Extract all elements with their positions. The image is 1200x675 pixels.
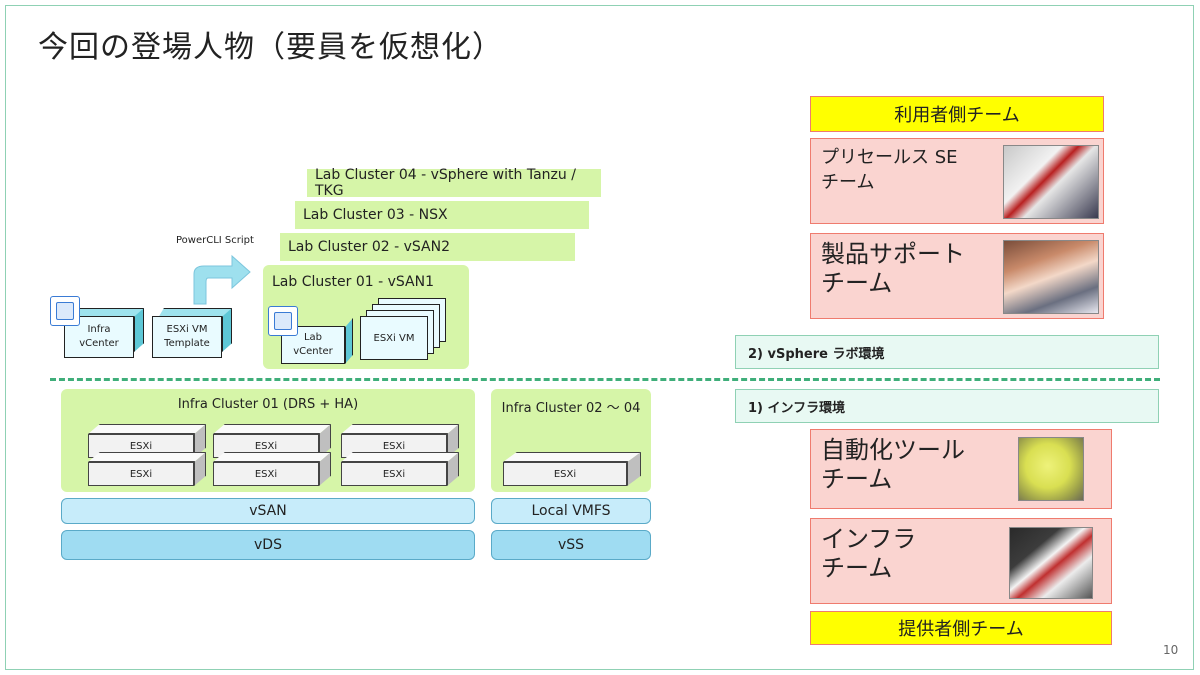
infra-team: インフラ チーム — [810, 518, 1112, 604]
powercli-arrow-icon — [193, 254, 251, 305]
automation-figure-image — [1018, 437, 1084, 501]
lab-cluster-04: Lab Cluster 04 - vSphere with Tanzu / TK… — [307, 167, 601, 199]
infra-cluster-02-label: Infra Cluster 02 ～ 04 — [501, 401, 641, 416]
vds-layer: vDS — [61, 530, 475, 560]
page-number: 10 — [1163, 643, 1179, 657]
esxi-template-label: ESXi VM Template — [152, 316, 222, 358]
infra-vcenter-icon — [50, 296, 80, 326]
infra-vcenter: Infra vCenter — [64, 308, 144, 358]
vss-layer: vSS — [491, 530, 651, 560]
vsan-layer: vSAN — [61, 498, 475, 524]
environment-divider — [50, 378, 1160, 381]
local-vmfs-layer: Local VMFS — [491, 498, 651, 524]
lab-cluster-03-label: Lab Cluster 03 - NSX — [303, 207, 448, 223]
lab-vcenter-icon — [268, 306, 298, 336]
support-team-label: 製品サポート チーム — [821, 240, 965, 297]
automation-team: 自動化ツール チーム — [810, 429, 1112, 509]
slide-frame — [5, 5, 1194, 670]
vsphere-lab-environment: 2) vSphere ラボ環境 — [735, 335, 1159, 369]
lab-cluster-02: Lab Cluster 02 - vSAN2 — [280, 233, 575, 261]
support-team: 製品サポート チーム — [810, 233, 1104, 319]
lab-cluster-04-label: Lab Cluster 04 - vSphere with Tanzu / TK… — [315, 167, 576, 199]
infra-environment: 1) インフラ環境 — [735, 389, 1159, 423]
automation-team-label: 自動化ツール チーム — [821, 436, 965, 493]
esxi-vm-template: ESXi VM Template — [152, 308, 232, 358]
presales-figure-image — [1003, 145, 1099, 219]
infra-figure-image — [1009, 527, 1093, 599]
infra-team-label: インフラ チーム — [821, 525, 917, 582]
presales-team-label: プリセールス SE チーム — [821, 147, 958, 194]
slide-title: 今回の登場人物（要員を仮想化） — [38, 30, 503, 65]
lab-cluster-01-label: Lab Cluster 01 - vSAN1 — [272, 274, 435, 290]
lab-cluster-03: Lab Cluster 03 - NSX — [295, 201, 589, 229]
user-team-header: 利用者側チーム — [810, 96, 1104, 132]
provider-team-header: 提供者側チーム — [810, 611, 1112, 645]
lab-cluster-02-label: Lab Cluster 02 - vSAN2 — [288, 239, 451, 255]
presales-team: プリセールス SE チーム — [810, 138, 1104, 224]
esxi-vm-stack: ESXi VM — [360, 298, 450, 364]
infra-cluster-01-label: Infra Cluster 01 (DRS + HA) — [177, 397, 359, 412]
esxi-vm-label: ESXi VM — [360, 316, 428, 360]
support-figure-image — [1003, 240, 1099, 314]
powercli-label: PowerCLI Script — [176, 235, 254, 246]
